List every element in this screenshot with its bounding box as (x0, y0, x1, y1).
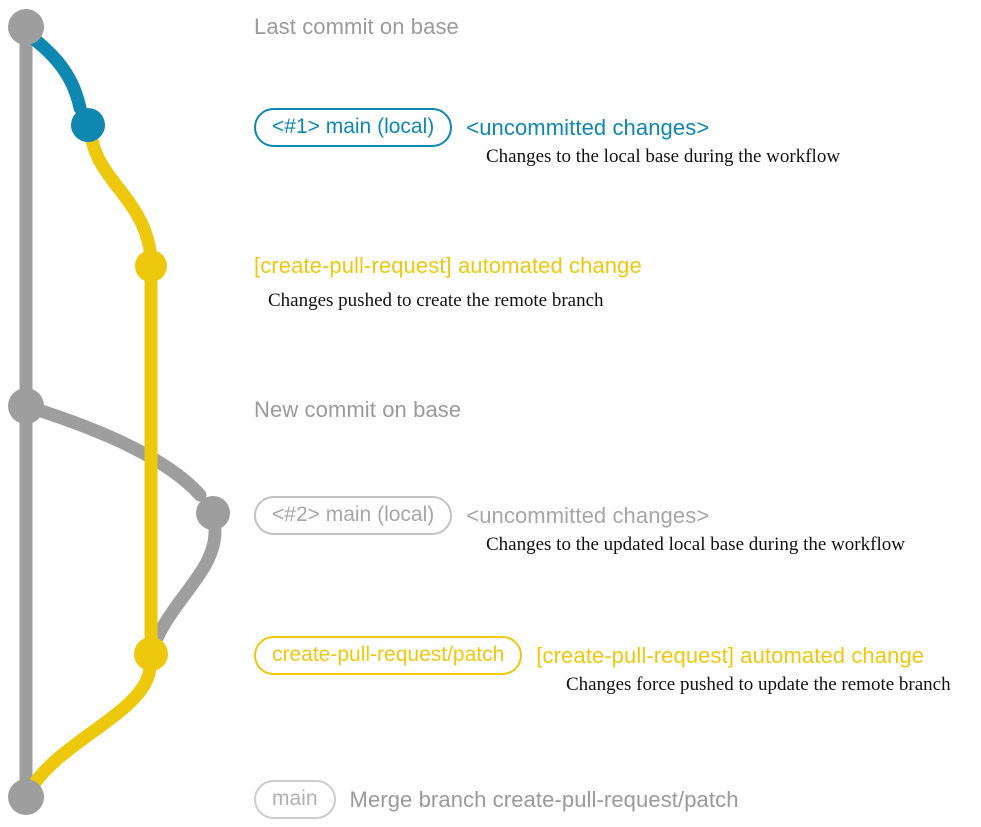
commit-subject: [create-pull-request] automated change (254, 253, 642, 278)
ref-badge-main[interactable]: main (254, 780, 336, 820)
commit-caption: Changes force pushed to update the remot… (566, 674, 951, 695)
commit-subject: [create-pull-request] automated change (536, 642, 925, 668)
commit-node-base-new[interactable] (8, 388, 44, 424)
commit-subject: New commit on base (254, 397, 462, 422)
commit-node-local-2[interactable] (196, 496, 230, 530)
commit-node-merge[interactable] (8, 779, 44, 815)
lane-local2-to-patch2 (145, 523, 222, 657)
ref-badge-main-local-1[interactable]: <#1> main (local) (254, 108, 453, 148)
commit-row-merge-commit: main Merge branch create-pull-request/pa… (254, 780, 739, 820)
commit-row-local-change-2: <#2> main (local) <uncommitted changes> (254, 496, 710, 536)
commit-node-patch-1[interactable] (135, 250, 167, 282)
commit-row-automated-change-1: [create-pull-request] automated change (254, 253, 642, 279)
commit-row-last-commit-on-base: Last commit on base (254, 14, 459, 40)
commit-subject: Last commit on base (254, 14, 459, 39)
lane-patch-to-merge (23, 661, 157, 797)
commit-node-patch-2[interactable] (134, 637, 168, 671)
lane-base-to-local2 (19, 399, 207, 502)
commit-row-new-commit-on-base: New commit on base (254, 397, 461, 423)
commit-row-automated-change-2: create-pull-request/patch [create-pull-r… (254, 636, 925, 676)
ref-badge-main-local-2[interactable]: <#2> main (local) (254, 496, 453, 536)
lane-local-1 (20, 26, 87, 115)
commit-node-local-1[interactable] (71, 108, 105, 142)
commit-subject: <uncommitted changes> (466, 114, 710, 140)
commit-caption: Changes to the updated local base during… (486, 534, 905, 555)
ref-badge-create-pull-request-patch[interactable]: create-pull-request/patch (254, 636, 523, 676)
commit-node-base-last[interactable] (8, 9, 44, 45)
commit-caption: Changes pushed to create the remote bran… (268, 290, 604, 311)
commit-subject: Merge branch create-pull-request/patch (349, 786, 739, 812)
commit-row-local-change-1: <#1> main (local) <uncommitted changes> (254, 108, 710, 148)
commit-subject: <uncommitted changes> (466, 502, 710, 528)
lane-patch-upper (85, 133, 157, 257)
commit-caption: Changes to the local base during the wor… (486, 146, 841, 167)
commit-nodes (8, 9, 230, 815)
